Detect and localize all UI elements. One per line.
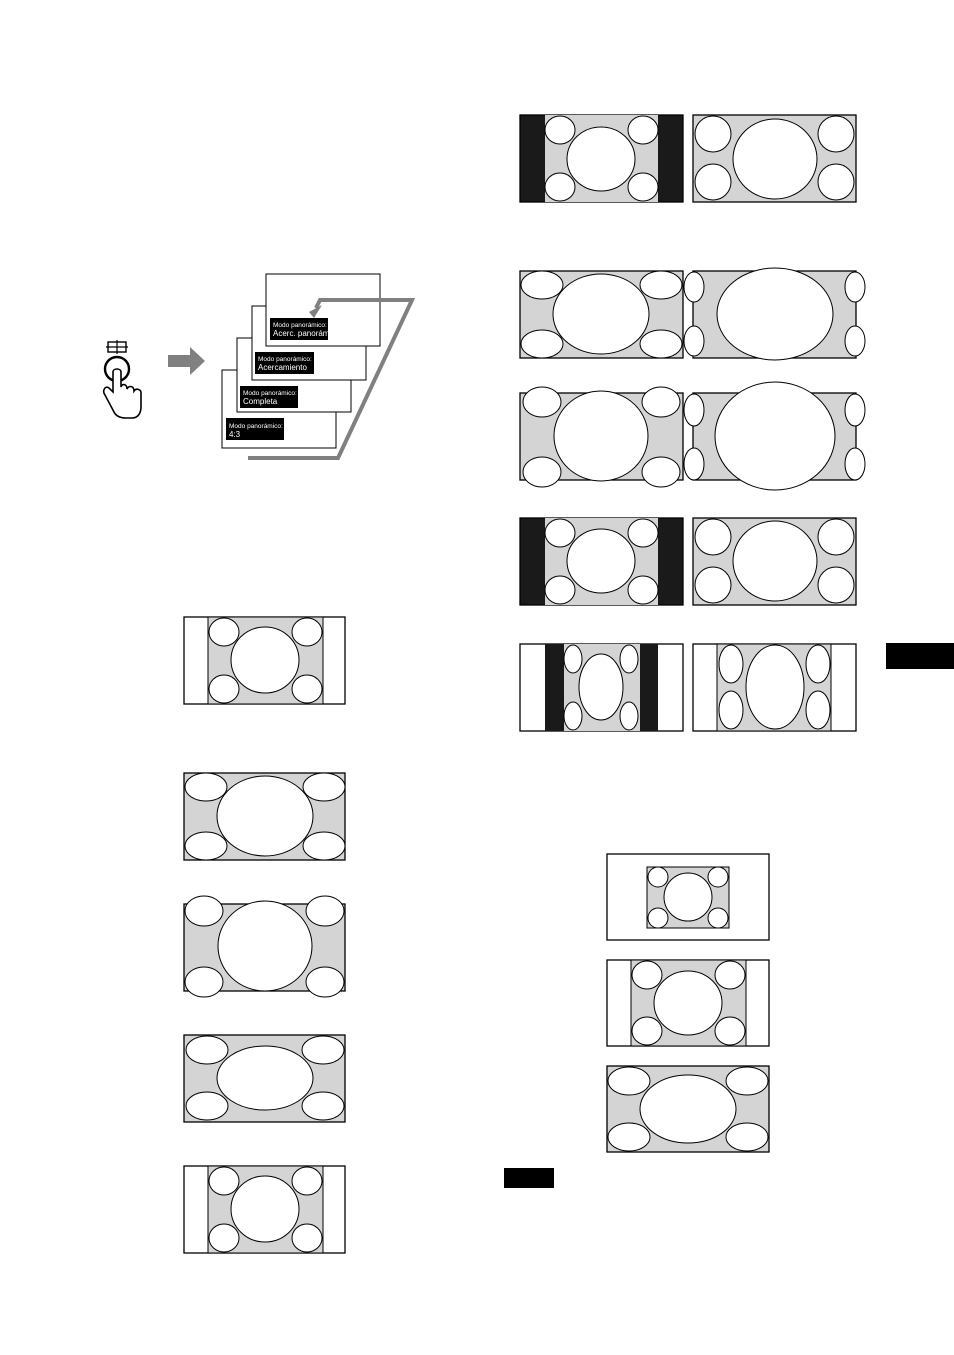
osd-card-title: Modo panorámico: [243, 390, 297, 397]
screen-example-pillarbox-white [184, 617, 345, 704]
screen-example-4-3-a [520, 644, 683, 731]
screen-example-result-wide [693, 115, 856, 202]
screen-example-pillarbox-2 [607, 960, 769, 1046]
screen-example-full-b [693, 518, 856, 605]
screen-example-full [184, 1035, 345, 1122]
screen-example-4-3 [184, 1166, 345, 1253]
osd-card-value: Acerc. panorám. [273, 329, 332, 338]
osd-card-acerc-panoram: Modo panorámico: Acerc. panorám. [266, 274, 380, 346]
screen-example-zoom [184, 896, 345, 997]
osd-card-value: Completa [243, 397, 278, 406]
osd-card-title: Modo panorámico: [229, 423, 283, 430]
note-badge [504, 1168, 554, 1188]
screen-example-zoom-b [684, 382, 865, 490]
osd-card-value: 4:3 [229, 430, 241, 439]
osd-card-title: Modo panorámico: [273, 322, 327, 329]
section-tab-marker [886, 643, 954, 669]
screen-example-wide-zoom-a [520, 271, 683, 358]
screen-example-stretched-2 [607, 1066, 769, 1152]
screen-example-4-3-b [693, 644, 856, 731]
screen-example-window-boxed [607, 854, 769, 940]
screen-example-stretched [184, 773, 345, 860]
screen-example-source-black-bars [520, 115, 683, 202]
screen-example-wide-zoom-b [684, 268, 865, 360]
osd-card-title: Modo panorámico: [258, 356, 312, 363]
screen-example-full-a [520, 518, 683, 605]
right-arrow-icon [168, 347, 205, 375]
osd-card-value: Acercamiento [258, 363, 307, 372]
screen-example-zoom-a [520, 387, 683, 487]
